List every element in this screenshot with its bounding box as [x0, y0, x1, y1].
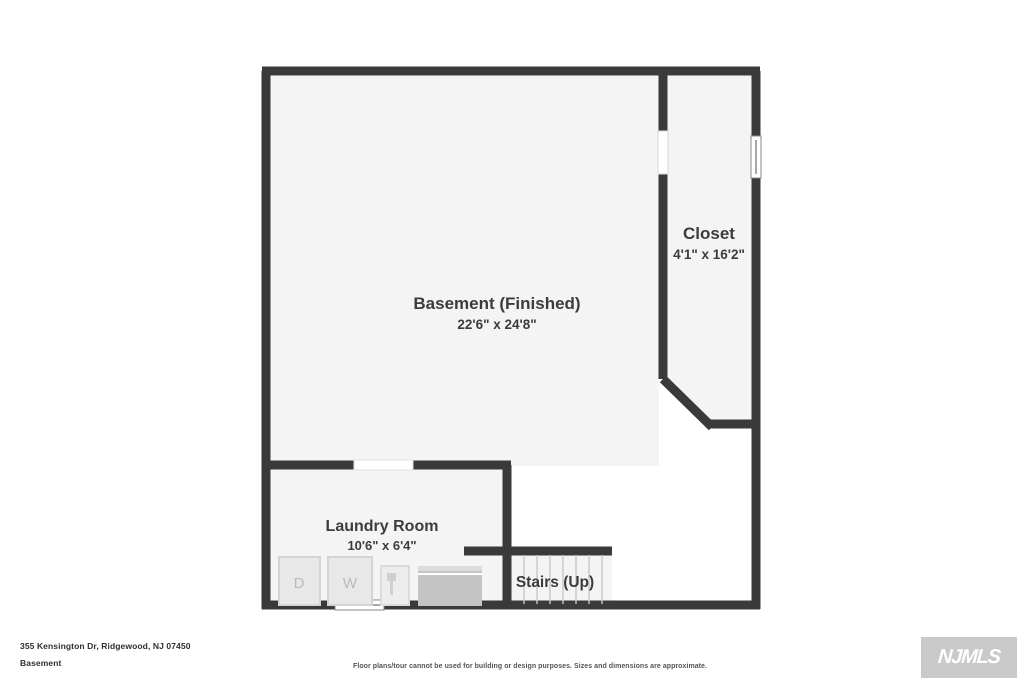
floor-level-label: Basement — [20, 658, 62, 668]
room-labels: Basement (Finished) 22'6" x 24'8" Closet… — [326, 224, 745, 591]
closet-door-opening — [657, 130, 669, 175]
stairs-fill — [511, 555, 612, 604]
utility-sink-spout — [390, 581, 393, 595]
washer-label: W — [343, 575, 358, 592]
counter-icon — [418, 566, 482, 606]
utility-sink-basin — [387, 573, 396, 581]
njmls-logo: NJMLS — [921, 637, 1017, 678]
basement-fill — [268, 76, 659, 604]
counter-backsplash — [418, 566, 482, 571]
dryer-label: D — [294, 575, 305, 592]
njmls-logo-text: NJMLS — [937, 646, 1001, 668]
room-fills — [268, 76, 754, 604]
closet-fill — [665, 76, 754, 428]
laundry-room-name: Laundry Room — [326, 518, 439, 535]
disclaimer-text: Floor plans/tour cannot be used for buil… — [353, 663, 707, 670]
basement-room-name: Basement (Finished) — [413, 294, 580, 313]
washer-icon — [327, 556, 373, 606]
laundry-doorway-opening — [353, 459, 414, 471]
closet-room-dimensions: 4'1" x 16'2" — [673, 247, 745, 262]
wall-closet-diagonal — [659, 375, 716, 431]
utility-sink-icon — [380, 565, 410, 606]
closet-room-name: Closet — [683, 224, 735, 243]
stairs-label: Stairs (Up) — [516, 574, 594, 591]
dryer-icon — [278, 556, 321, 606]
basement-room-dimensions: 22'6" x 24'8" — [457, 317, 536, 332]
walls — [261, 66, 761, 610]
laundry-fixtures: D W — [278, 556, 482, 606]
property-address: 355 Kensington Dr, Ridgewood, NJ 07450 — [20, 641, 191, 651]
stair-treads — [523, 555, 603, 604]
laundry-room-dimensions: 10'6" x 6'4" — [347, 538, 416, 553]
